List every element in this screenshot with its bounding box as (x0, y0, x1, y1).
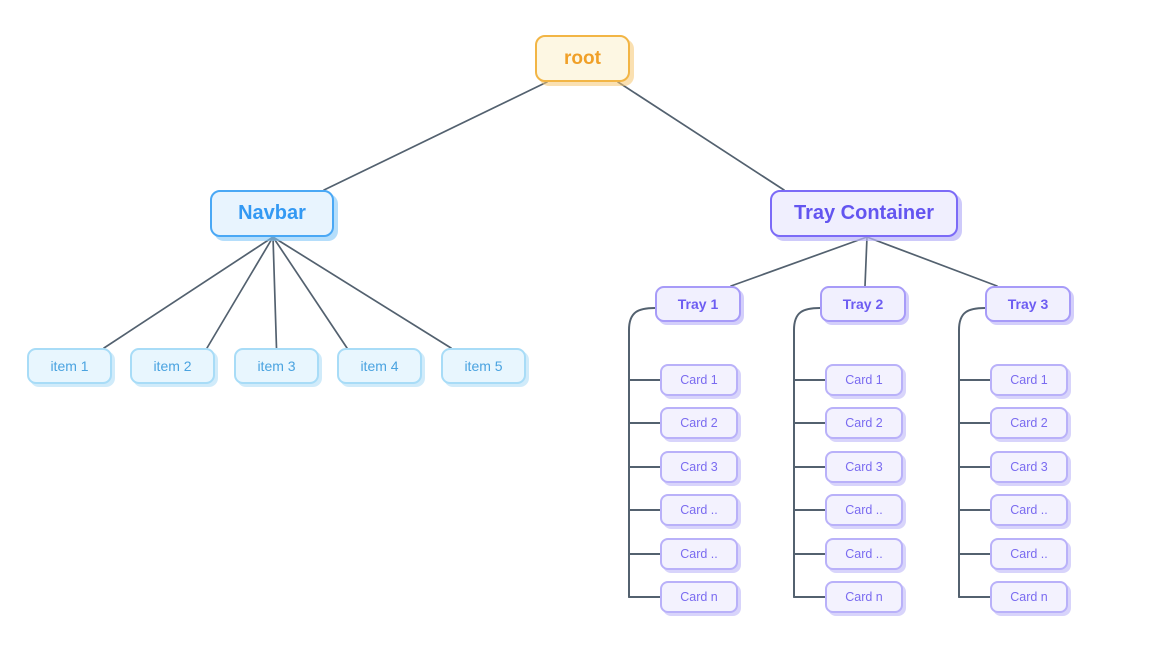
card-node-t3-5[interactable]: Card .. (990, 538, 1068, 570)
tray-container-node-label: Tray Container (793, 202, 935, 224)
card-node-t1-6[interactable]: Card n (660, 581, 738, 613)
card-node-t2-5-label: Card .. (845, 547, 883, 561)
card-node-t3-3[interactable]: Card 3 (990, 451, 1068, 483)
nav-item-node-3-label: item 3 (257, 358, 296, 374)
card-node-t2-5[interactable]: Card .. (825, 538, 903, 570)
card-node-t3-4-label: Card .. (1010, 503, 1048, 517)
navbar-node-label: Navbar (238, 202, 306, 224)
card-node-t1-4-label: Card .. (680, 503, 718, 517)
nav-item-node-5-label: item 5 (464, 358, 503, 374)
root-node-label: root (564, 47, 601, 69)
card-node-t1-1-label: Card 1 (680, 373, 718, 387)
card-node-t2-2-label: Card 2 (845, 416, 883, 430)
edge-traycontainer-tray-3 (866, 236, 998, 287)
edge-navbar-item-2 (206, 236, 274, 349)
card-node-t2-3-label: Card 3 (845, 460, 883, 474)
nav-item-node-1[interactable]: item 1 (27, 348, 112, 384)
root-node[interactable]: root (535, 35, 630, 82)
card-node-t3-4[interactable]: Card .. (990, 494, 1068, 526)
card-node-t3-1[interactable]: Card 1 (990, 364, 1068, 396)
card-node-t2-6[interactable]: Card n (825, 581, 903, 613)
tray-container-node[interactable]: Tray Container (770, 190, 958, 237)
card-node-t3-6-label: Card n (1010, 590, 1048, 604)
edge-navbar-item-3 (272, 236, 278, 349)
tray-node-3[interactable]: Tray 3 (985, 286, 1071, 322)
card-node-t1-6-label: Card n (680, 590, 718, 604)
nav-item-node-1-label: item 1 (50, 358, 89, 374)
card-node-t3-3-label: Card 3 (1010, 460, 1048, 474)
card-node-t2-4[interactable]: Card .. (825, 494, 903, 526)
card-node-t2-1-label: Card 1 (845, 373, 883, 387)
nav-item-node-2-label: item 2 (153, 358, 192, 374)
card-node-t1-2[interactable]: Card 2 (660, 407, 738, 439)
tray-node-1-label: Tray 1 (677, 296, 719, 312)
tray-node-2[interactable]: Tray 2 (820, 286, 906, 322)
card-node-t3-6[interactable]: Card n (990, 581, 1068, 613)
card-node-t1-3[interactable]: Card 3 (660, 451, 738, 483)
card-node-t3-2[interactable]: Card 2 (990, 407, 1068, 439)
card-node-t1-2-label: Card 2 (680, 416, 718, 430)
edge-traycontainer-tray-2 (864, 236, 868, 287)
card-node-t3-5-label: Card .. (1010, 547, 1048, 561)
tray-spine-3 (958, 307, 986, 598)
edge-root-traycontainer (617, 81, 785, 191)
navbar-node[interactable]: Navbar (210, 190, 334, 237)
card-node-t2-4-label: Card .. (845, 503, 883, 517)
edge-navbar-item-5 (272, 236, 452, 349)
card-node-t3-1-label: Card 1 (1010, 373, 1048, 387)
edge-navbar-item-4 (272, 236, 348, 349)
tray-node-3-label: Tray 3 (1007, 296, 1049, 312)
nav-item-node-5[interactable]: item 5 (441, 348, 526, 384)
card-node-t1-5[interactable]: Card .. (660, 538, 738, 570)
card-node-t2-6-label: Card n (845, 590, 883, 604)
edge-root-navbar (323, 81, 548, 191)
card-node-t1-3-label: Card 3 (680, 460, 718, 474)
card-node-t2-3[interactable]: Card 3 (825, 451, 903, 483)
card-node-t3-2-label: Card 2 (1010, 416, 1048, 430)
card-node-t1-5-label: Card .. (680, 547, 718, 561)
tray-node-1[interactable]: Tray 1 (655, 286, 741, 322)
tray-spine-1 (628, 307, 656, 598)
nav-item-node-2[interactable]: item 2 (130, 348, 215, 384)
card-node-t1-1[interactable]: Card 1 (660, 364, 738, 396)
nav-item-node-4-label: item 4 (360, 358, 399, 374)
edge-traycontainer-tray-1 (730, 236, 868, 287)
nav-item-node-4[interactable]: item 4 (337, 348, 422, 384)
card-node-t2-1[interactable]: Card 1 (825, 364, 903, 396)
tray-node-2-label: Tray 2 (842, 296, 884, 312)
edge-navbar-item-1 (103, 236, 274, 349)
nav-item-node-3[interactable]: item 3 (234, 348, 319, 384)
tray-spine-2 (793, 307, 821, 598)
card-node-t1-4[interactable]: Card .. (660, 494, 738, 526)
card-node-t2-2[interactable]: Card 2 (825, 407, 903, 439)
